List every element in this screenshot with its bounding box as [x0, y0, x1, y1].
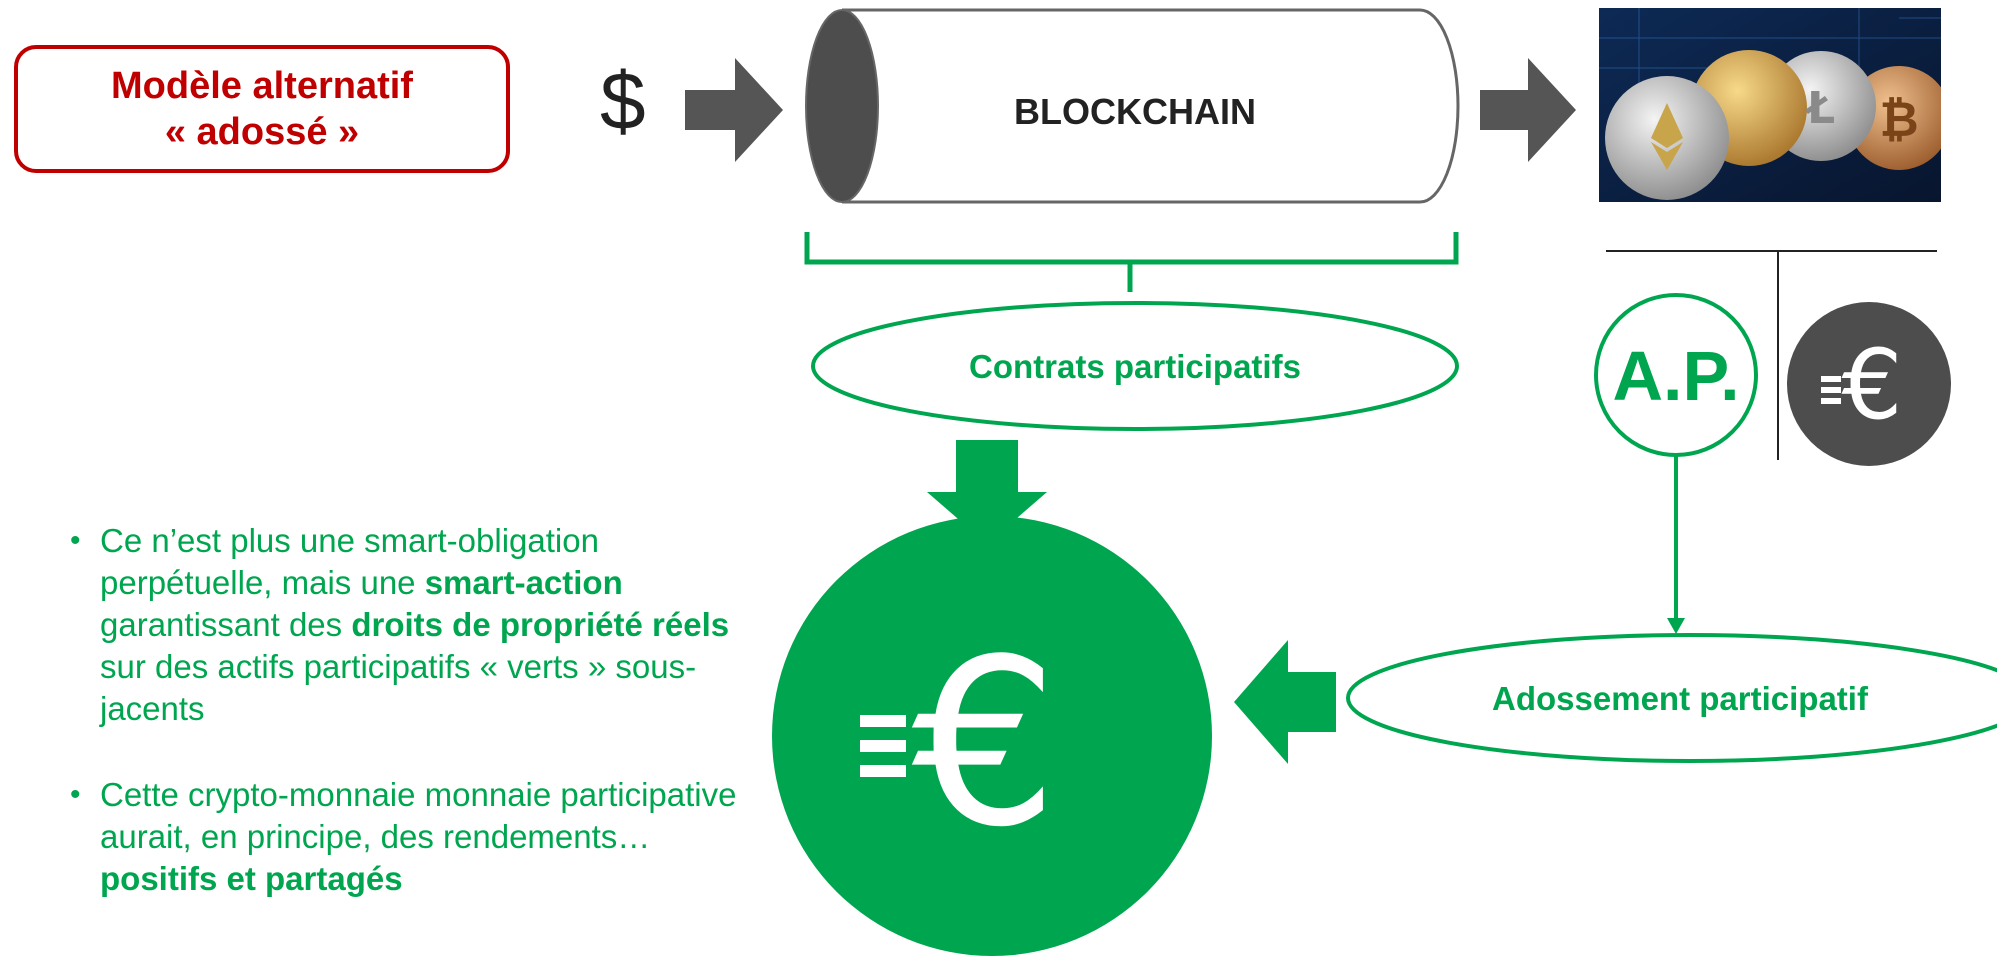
model-box-line2: « adossé » [164, 111, 360, 153]
arrow-blockchain-to-coins [1480, 58, 1576, 162]
euro-circle [772, 516, 1212, 956]
coins-photo-icon: ₿ Ł [1599, 8, 1941, 202]
model-box: Modèle alternatif « adossé » [14, 45, 510, 173]
euro-icon: € [912, 611, 1058, 878]
backing-ellipse [1346, 633, 1997, 763]
dark-euro-circle [1787, 302, 1951, 466]
backing-label: Adossement participatif [1492, 680, 1869, 717]
dark-euro-stripes [1821, 376, 1841, 404]
svg-text:Ł: Ł [1805, 83, 1835, 134]
blockchain-cylinder [805, 8, 1460, 204]
bullet-item: Cette crypto-monnaie monnaie participati… [60, 774, 760, 900]
bullet-item: Ce n’est plus une smart-obligation perpé… [60, 520, 760, 730]
ap-label: A.P. [1612, 337, 1739, 415]
connector-arrowhead [1667, 618, 1685, 634]
model-box-line1: Modèle alternatif [111, 65, 413, 107]
euro-stripes [860, 715, 906, 777]
bullet-list: Ce n’est plus une smart-obligation perpé… [60, 520, 760, 944]
contracts-label: Contrats participatifs [969, 348, 1301, 385]
contracts-ellipse [811, 301, 1459, 431]
arrow-dollar-to-blockchain [685, 58, 783, 162]
blockchain-label: BLOCKCHAIN [1014, 91, 1256, 132]
arrow-left-to-euro [1234, 640, 1336, 764]
svg-text:₿: ₿ [1879, 92, 1918, 148]
blockchain-bracket [804, 232, 1459, 292]
dollar-symbol: $ [600, 56, 646, 147]
dark-euro-icon: € [1841, 329, 1902, 441]
